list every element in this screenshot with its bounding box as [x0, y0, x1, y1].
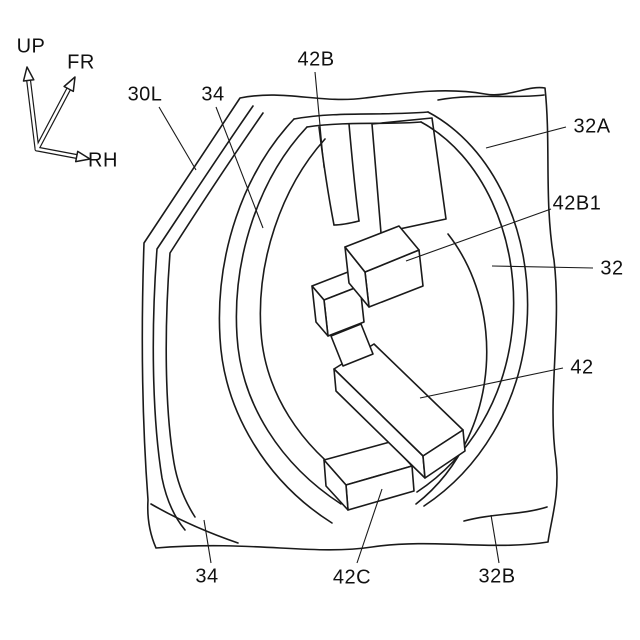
- ref-label-42: 42: [570, 356, 594, 379]
- axis-label-rh: RH: [88, 149, 118, 172]
- opening-top-edge-outer: [293, 111, 429, 120]
- ref-label-30L: 30L: [127, 83, 163, 106]
- channel-outer-arc: [218, 118, 333, 524]
- leader-42C: [356, 488, 383, 564]
- channel-middle-arc: [235, 126, 342, 505]
- ref-label-42B1: 42B1: [552, 192, 602, 215]
- leader-34-bottom: [203, 519, 212, 564]
- axis-label-fr: FR: [67, 51, 95, 74]
- block-42: [333, 343, 466, 479]
- ref-label-34-top: 34: [201, 83, 225, 106]
- top-right-sheet-edge: [437, 94, 545, 101]
- axis-shafts-fill: [27, 79, 78, 158]
- cube-left-face: [311, 285, 329, 337]
- opening-right-edge: [423, 111, 529, 507]
- leader-42B: [314, 71, 325, 169]
- pocket-42B: [318, 117, 447, 234]
- channel-34: [218, 118, 355, 524]
- leader-lines: [158, 71, 594, 564]
- leader-30L: [158, 106, 197, 171]
- pillar-foot-line: [150, 503, 239, 544]
- axis-label-up: UP: [16, 35, 46, 58]
- block-42-end-face: [422, 429, 466, 479]
- pillar-flange-line-1: [152, 105, 254, 531]
- fr-arrow-shaft-fill: [35, 87, 70, 151]
- leader-42B1: [405, 208, 552, 262]
- ref-label-32B: 32B: [478, 565, 516, 588]
- ref-label-34-bottom: 34: [195, 565, 219, 588]
- block-42B1-top-face: [344, 225, 420, 273]
- up-arrow-shaft-fill: [27, 79, 39, 151]
- pillar-flange-line-2: [165, 112, 264, 518]
- axis-indicator: [22, 66, 91, 163]
- strip-42B-left: [318, 126, 335, 226]
- connector-piece: [330, 323, 374, 367]
- bracket-left-face: [323, 459, 349, 511]
- leader-42: [419, 367, 564, 399]
- up-arrow-head: [22, 66, 35, 82]
- bracket-42C: [323, 441, 415, 511]
- ref-label-42C: 42C: [332, 566, 372, 589]
- strip-42B-right: [348, 123, 360, 222]
- channel-inner-arc: [259, 138, 355, 484]
- inner-bowl-curve: [415, 233, 488, 505]
- pillar-30L: [150, 105, 264, 544]
- bottom-right-surface-line: [463, 506, 548, 522]
- rh-arrow-shaft-fill: [35, 147, 78, 158]
- ref-label-32A: 32A: [573, 115, 611, 138]
- leader-34-top: [215, 106, 264, 229]
- pocket-recess: [371, 117, 447, 234]
- connector-face: [330, 323, 374, 367]
- block-42B1: [344, 225, 424, 308]
- strip-42B-bottom: [333, 220, 360, 226]
- leader-32: [491, 265, 594, 269]
- leader-32B: [490, 514, 500, 564]
- ref-label-32: 32: [600, 257, 624, 280]
- ref-label-42B: 42B: [297, 48, 335, 71]
- axis-arrow-heads: [22, 66, 91, 163]
- fr-arrow-head: [63, 76, 76, 93]
- rh-arrow-head: [74, 150, 91, 163]
- leader-32A: [485, 126, 567, 149]
- drawing: [141, 86, 558, 551]
